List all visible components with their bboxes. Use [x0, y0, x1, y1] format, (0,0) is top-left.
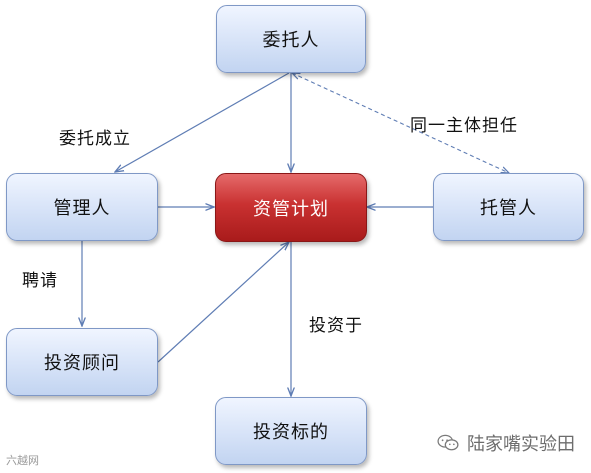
watermark-site-text: 六越网	[6, 454, 39, 467]
node-plan: 资管计划	[215, 173, 367, 242]
node-trustor: 委托人	[216, 5, 366, 73]
node-manager: 管理人	[6, 173, 158, 241]
edge-label-invest-in: 投资于	[309, 316, 363, 336]
watermark-brand: 陆家嘴实验田	[437, 430, 575, 456]
edge-label-entrust: 委托成立	[59, 129, 131, 149]
wechat-icon	[437, 434, 459, 451]
edge-label-same-entity: 同一主体担任	[410, 116, 518, 136]
watermark-brand-text: 陆家嘴实验田	[467, 434, 575, 455]
edge-trustor-custodian-dashed	[292, 73, 509, 173]
edge-label-hire: 聘请	[22, 271, 58, 291]
edge-trustor-to-manager	[115, 72, 290, 172]
node-custodian: 托管人	[433, 173, 584, 241]
node-advisor: 投资顾问	[6, 328, 158, 396]
node-target: 投资标的	[215, 397, 367, 465]
watermark-site: 六越网	[6, 452, 39, 468]
edge-advisor-to-plan	[157, 242, 289, 363]
